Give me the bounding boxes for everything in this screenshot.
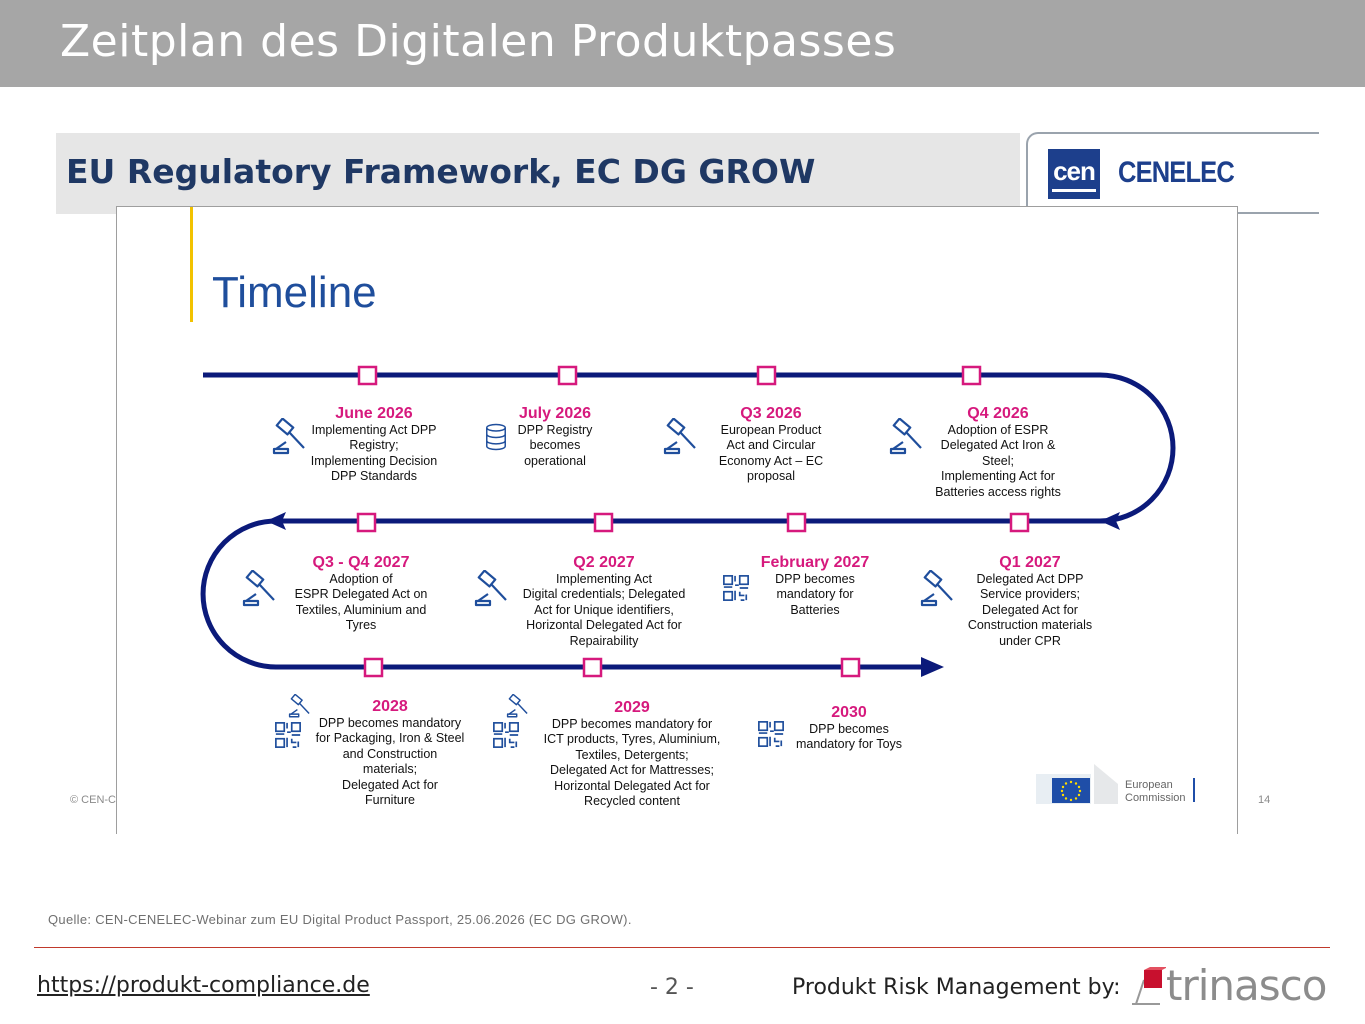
website-link[interactable]: https://produkt-compliance.de [37, 973, 370, 998]
event-text: Adoption of ESPR Delegated Act Iron & St… [935, 423, 1061, 499]
page-title: Zeitplan des Digitalen Produktpasses [60, 16, 897, 67]
marker-feb-2027 [786, 512, 807, 533]
event-text: Delegated Act DPP Service providers; Del… [967, 572, 1093, 648]
event-date: 2029 [614, 699, 650, 716]
trinasco-mark-icon [1132, 967, 1166, 1005]
event-feb-2027: February 2027 DPP becomes mandatory for … [755, 553, 875, 618]
event-q3q4-2027: Q3 - Q4 2027 Adoption of ESPR Delegated … [286, 553, 436, 634]
marker-2028 [363, 657, 384, 678]
event-q2-2027: Q2 2027 Implementing Act Digital credent… [514, 553, 694, 649]
gavel-icon [505, 694, 531, 720]
marker-q4-2026 [961, 365, 982, 386]
framework-title: EU Regulatory Framework, EC DG GROW [66, 152, 816, 191]
footer-divider [34, 947, 1330, 948]
event-date: 2030 [831, 704, 867, 721]
event-date: Q1 2027 [999, 554, 1061, 571]
gavel-icon [661, 418, 701, 458]
marker-q3q4-2027 [356, 512, 377, 533]
event-q3-2026: Q3 2026 European Product Act and Circula… [711, 404, 831, 485]
marker-june-2026 [357, 365, 378, 386]
marker-2030 [840, 657, 861, 678]
arrow-head-right-top [1100, 512, 1120, 530]
framework-band [56, 133, 1020, 214]
event-text: Implementing Act Digital credentials; De… [522, 572, 686, 648]
qr-code-icon [757, 720, 785, 748]
event-date: Q2 2027 [573, 554, 635, 571]
cenelec-logo: CENELEC [1118, 156, 1235, 189]
event-date: June 2026 [335, 405, 413, 422]
page-number: - 2 - [650, 975, 694, 1000]
marker-july-2026 [557, 365, 578, 386]
event-text: European Product Act and Circular Econom… [718, 423, 824, 484]
event-2030: 2030 DPP becomes mandatory for Toys [789, 703, 909, 753]
event-date: Q4 2026 [967, 405, 1029, 422]
header-bar: Zeitplan des Digitalen Produktpasses [0, 0, 1365, 87]
gavel-icon [918, 570, 958, 610]
gavel-icon [472, 570, 512, 610]
event-text: DPP becomes mandatory for Batteries [775, 572, 855, 617]
footer-byline: Produkt Risk Management by: [792, 975, 1121, 1000]
track-row-2 [200, 518, 1115, 670]
trinasco-logo: trinasco [1166, 961, 1327, 1010]
slide-page-number: 14 [1258, 794, 1271, 806]
event-date: 2028 [372, 698, 408, 715]
event-2028: 2028 DPP becomes mandatory for Packaging… [310, 697, 470, 808]
qr-code-icon [274, 721, 302, 749]
event-text: DPP becomes mandatory for Toys [795, 722, 903, 752]
event-date: February 2027 [760, 554, 870, 571]
marker-q3-2026 [756, 365, 777, 386]
event-june-2026: June 2026 Implementing Act DPP Registry;… [304, 404, 444, 485]
event-q1-2027: Q1 2027 Delegated Act DPP Service provid… [960, 553, 1100, 649]
event-date: July 2026 [518, 405, 592, 422]
title-accent-bar [190, 207, 193, 322]
marker-q1-2027 [1009, 512, 1030, 533]
event-2029: 2029 DPP becomes mandatory for ICT produ… [537, 698, 727, 809]
event-q4-2026: Q4 2026 Adoption of ESPR Delegated Act I… [928, 404, 1068, 500]
gavel-icon [240, 570, 280, 610]
cen-logo: cen [1048, 149, 1100, 199]
event-date: Q3 - Q4 2027 [312, 554, 410, 571]
track-row-1 [203, 372, 1176, 524]
event-text: Implementing Act DPP Registry; Implement… [310, 423, 438, 484]
event-text: DPP becomes mandatory for ICT products, … [543, 717, 721, 809]
event-text: Adoption of ESPR Delegated Act on Textil… [294, 572, 428, 633]
event-text: DPP becomes mandatory for Packaging, Iro… [315, 716, 465, 808]
qr-code-icon [722, 574, 750, 602]
qr-code-icon [492, 721, 520, 749]
european-commission-logo: European Commission [1125, 779, 1186, 804]
gavel-icon [887, 418, 927, 458]
event-date: Q3 2026 [740, 405, 802, 422]
timeline-title: Timeline [212, 268, 377, 317]
arrow-head-left [266, 512, 286, 530]
arrow-head-end [921, 657, 944, 677]
marker-q2-2027 [593, 512, 614, 533]
eu-flag-icon [1036, 764, 1195, 804]
event-july-2026: July 2026 DPP Registry becomes operation… [505, 404, 605, 469]
event-text: DPP Registry becomes operational [517, 423, 593, 468]
slide-copyright: © CEN-C [70, 794, 116, 806]
source-note: Quelle: CEN-CENELEC-Webinar zum EU Digit… [48, 912, 632, 927]
marker-2029 [582, 657, 603, 678]
